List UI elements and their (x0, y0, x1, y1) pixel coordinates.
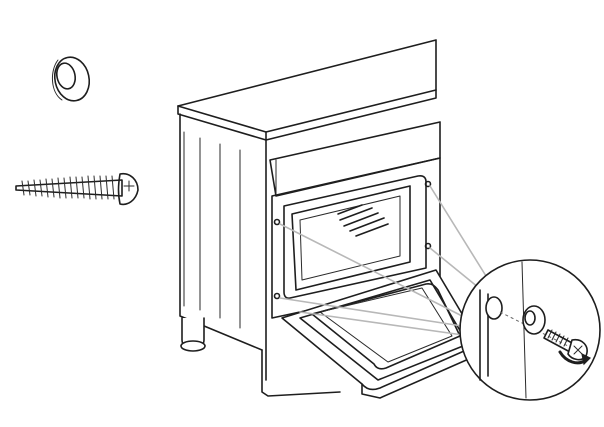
detail-plug-icon (522, 305, 546, 335)
rotate-clockwise-icon (558, 350, 592, 366)
kitchen-cabinet (177, 39, 441, 397)
screw-fixing-detail (459, 259, 601, 401)
fixing-guide-lines (279, 185, 487, 337)
mounting-screw-icon (15, 172, 139, 206)
built-in-oven (271, 157, 481, 399)
cabinet-plug-icon (52, 56, 91, 102)
